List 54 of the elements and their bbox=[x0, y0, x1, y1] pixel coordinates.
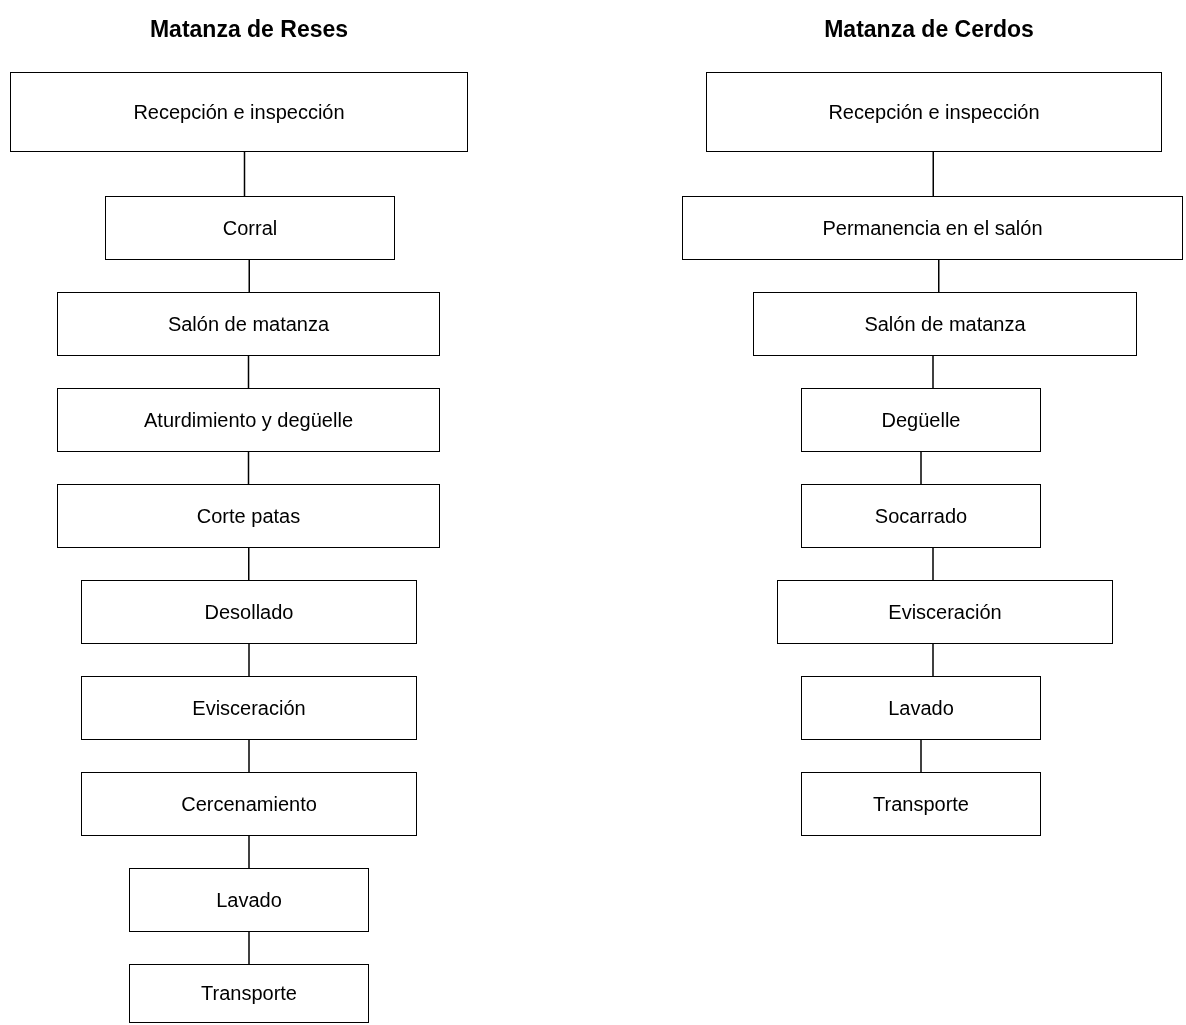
process-box bbox=[129, 868, 369, 932]
process-box bbox=[801, 484, 1041, 548]
connector-line bbox=[248, 259, 250, 293]
process-box bbox=[81, 676, 417, 740]
process-box bbox=[81, 580, 417, 644]
process-box bbox=[682, 196, 1183, 260]
connector-line bbox=[932, 547, 934, 581]
process-box bbox=[753, 292, 1137, 356]
column-heading: Matanza de Cerdos bbox=[824, 16, 1034, 43]
process-box bbox=[801, 676, 1041, 740]
process-box bbox=[706, 72, 1162, 152]
step-label: Corte patas bbox=[196, 504, 301, 528]
process-box bbox=[801, 388, 1041, 452]
connector-line bbox=[932, 151, 934, 197]
step-label: Lavado bbox=[888, 696, 954, 720]
connector-line bbox=[248, 547, 250, 581]
connector-line bbox=[248, 643, 250, 677]
step-label: Recepción e inspección bbox=[133, 100, 345, 124]
step-label: Lavado bbox=[216, 888, 282, 912]
connector-line bbox=[932, 643, 934, 677]
step-label: Corral bbox=[222, 216, 278, 240]
connector-line bbox=[938, 259, 940, 293]
process-box bbox=[10, 72, 468, 152]
process-box bbox=[57, 484, 440, 548]
connector-line bbox=[248, 835, 250, 869]
process-box bbox=[81, 772, 417, 836]
step-label: Socarrado bbox=[874, 504, 968, 528]
connector-line bbox=[247, 451, 250, 485]
column-heading: Matanza de Reses bbox=[149, 16, 349, 43]
step-label: Transporte bbox=[873, 792, 969, 816]
step-label: Evisceración bbox=[192, 696, 306, 720]
connector-line bbox=[932, 355, 934, 389]
step-label: Degüelle bbox=[881, 408, 961, 432]
step-label: Salón de matanza bbox=[167, 312, 330, 336]
step-label: Desollado bbox=[204, 600, 294, 624]
process-box bbox=[57, 388, 440, 452]
process-box bbox=[801, 772, 1041, 836]
connector-line bbox=[243, 151, 246, 197]
connector-line bbox=[247, 355, 250, 389]
step-label: Cercenamiento bbox=[181, 792, 317, 816]
process-box bbox=[777, 580, 1113, 644]
process-box bbox=[105, 196, 395, 260]
connector-line bbox=[248, 931, 250, 965]
connector-line bbox=[248, 739, 250, 773]
step-label: Evisceración bbox=[888, 600, 1002, 624]
step-label: Salón de matanza bbox=[864, 312, 1026, 336]
step-label: Aturdimiento y degüelle bbox=[144, 408, 353, 432]
process-box bbox=[57, 292, 440, 356]
step-label: Permanencia en el salón bbox=[822, 216, 1043, 240]
connector-line bbox=[920, 451, 922, 485]
step-label: Recepción e inspección bbox=[828, 100, 1040, 124]
step-label: Transporte bbox=[201, 982, 297, 1005]
connector-line bbox=[920, 739, 922, 773]
process-box bbox=[129, 964, 369, 1023]
